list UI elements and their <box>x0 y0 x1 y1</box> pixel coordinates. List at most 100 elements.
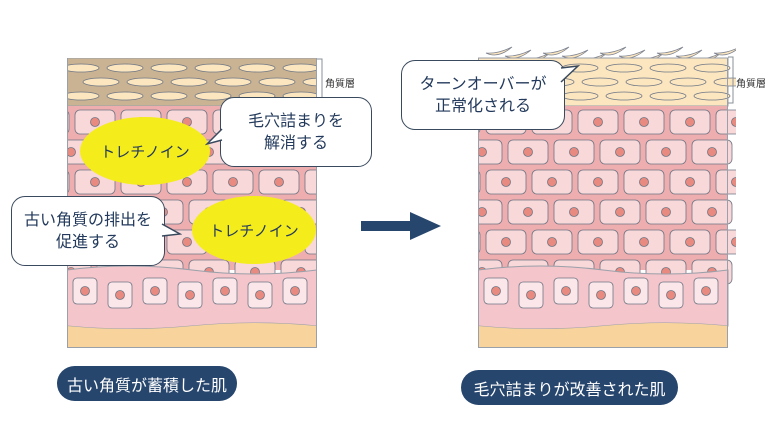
nucleus <box>639 117 649 127</box>
corneocyte <box>649 63 687 73</box>
cell <box>478 199 503 225</box>
nucleus <box>182 177 192 187</box>
corneocyte <box>625 77 663 87</box>
corneocyte <box>258 77 296 87</box>
corneocyte <box>82 77 120 87</box>
corneocyte <box>238 63 276 73</box>
callout-line: 解消する <box>263 133 328 152</box>
corneocyte <box>605 63 643 73</box>
corneocyte <box>649 91 687 101</box>
callout-line: 古い角質の排出を <box>23 210 152 229</box>
corneocyte <box>67 91 100 101</box>
corneocyte-flake <box>656 46 684 56</box>
corneocyte-flake <box>542 46 570 56</box>
caption-old-skin: 古い角質が蓄積した肌 <box>57 366 237 401</box>
nucleus <box>731 177 736 187</box>
corneocyte <box>561 91 599 101</box>
corneocyte <box>693 63 731 73</box>
callout-line: ターンオーバーが <box>419 74 547 93</box>
callout-line: 正常化される <box>434 96 531 115</box>
callout-turnover-normalized: ターンオーバーが 正常化される <box>401 60 565 130</box>
nucleus <box>547 237 557 247</box>
nucleus <box>631 286 641 296</box>
corneocyte-flake <box>599 46 627 56</box>
corneocyte <box>150 63 188 73</box>
corneocyte <box>170 77 208 87</box>
nucleus <box>685 117 695 127</box>
callout-tail <box>205 128 223 146</box>
corneocyte <box>669 77 707 87</box>
corneocyte <box>713 77 736 87</box>
cell <box>715 109 736 135</box>
corneocyte-flake <box>618 49 646 59</box>
nucleus <box>526 290 536 300</box>
nucleus <box>547 177 557 187</box>
nucleus <box>150 286 160 296</box>
nucleus <box>685 177 695 187</box>
nucleus <box>731 237 736 247</box>
dermis <box>478 323 728 348</box>
nucleus <box>523 147 533 157</box>
corneocyte <box>214 77 252 87</box>
layer-bracket <box>728 56 734 104</box>
corneocyte-flake <box>504 49 532 59</box>
nucleus <box>561 286 571 296</box>
corneocyte <box>194 91 232 101</box>
nucleus <box>182 237 192 247</box>
tretinoin-ellipse-2: トレチノイン <box>192 196 316 264</box>
nucleus <box>90 177 100 187</box>
nucleus <box>220 286 230 296</box>
cell <box>304 169 317 195</box>
nucleus <box>255 290 265 300</box>
callout-line: 促進する <box>55 232 120 251</box>
callout-line: 毛穴詰まりを <box>247 111 344 130</box>
nucleus <box>639 177 649 187</box>
panel-border <box>478 57 728 348</box>
callout-tail <box>560 64 581 83</box>
callout-promote-shedding: 古い角質の排出を 促進する <box>11 196 165 266</box>
nucleus <box>666 290 676 300</box>
nucleus <box>67 147 76 157</box>
nucleus <box>639 237 649 247</box>
nucleus <box>707 147 717 157</box>
nucleus <box>569 147 579 157</box>
cell <box>715 229 736 255</box>
nucleus <box>569 207 579 217</box>
corneocyte-flake <box>675 49 703 59</box>
nucleus <box>615 147 625 157</box>
nucleus <box>90 117 100 127</box>
nucleus <box>523 207 533 217</box>
corneocyte <box>581 77 619 87</box>
corneocyte-flake <box>713 48 736 56</box>
nucleus <box>501 177 511 187</box>
corneocyte <box>194 63 232 73</box>
caption-improved-skin: 毛穴詰まりが改善された肌 <box>461 370 678 405</box>
nucleus <box>80 286 90 296</box>
corneocyte-flake <box>561 49 589 59</box>
corneocyte <box>693 91 731 101</box>
nucleus <box>501 237 511 247</box>
callout-unclog-pores: 毛穴詰まりを 解消する <box>220 97 372 167</box>
nucleus <box>593 177 603 187</box>
nucleus <box>115 290 125 300</box>
arrow-right-icon <box>361 212 441 240</box>
nucleus <box>593 237 603 247</box>
corneocyte <box>67 63 100 73</box>
corneocyte-flake <box>485 46 513 56</box>
corneocyte <box>150 91 188 101</box>
corneocyte <box>126 77 164 87</box>
tretinoin-ellipse-1: トレチノイン <box>80 117 210 185</box>
nucleus <box>228 177 238 187</box>
cell <box>478 139 503 165</box>
nucleus <box>596 290 606 300</box>
callout-tail <box>161 223 182 237</box>
nucleus <box>593 117 603 127</box>
corneocyte <box>106 91 144 101</box>
corneocyte <box>302 77 317 87</box>
nucleus <box>685 237 695 247</box>
nucleus <box>491 286 501 296</box>
corneocyte <box>605 91 643 101</box>
nucleus <box>290 286 300 296</box>
nucleus <box>661 207 671 217</box>
dermis <box>67 323 317 348</box>
